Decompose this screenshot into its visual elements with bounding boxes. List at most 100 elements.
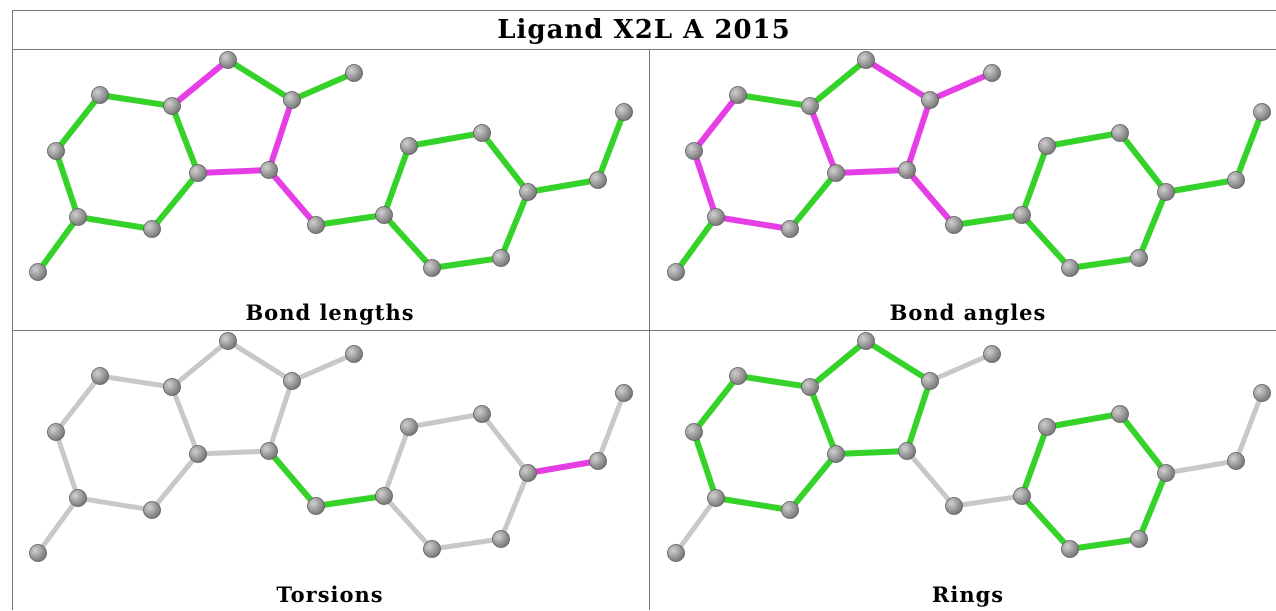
frame-left-line [12, 10, 13, 610]
bond-green [1019, 143, 1050, 218]
molecule-diagram [29, 332, 633, 562]
bond-gray [479, 411, 531, 476]
bond-green [691, 429, 719, 501]
atom [983, 64, 1001, 82]
atom [189, 164, 207, 182]
atom [801, 378, 819, 396]
bond-green [525, 177, 601, 195]
bond-magenta [195, 167, 272, 176]
bond-green [1233, 109, 1265, 183]
atom [283, 91, 301, 109]
atom [423, 540, 441, 558]
atom [1038, 418, 1056, 436]
bond-green [75, 214, 155, 232]
atom [983, 345, 1001, 363]
bond-green [863, 338, 933, 384]
atom [1253, 103, 1271, 121]
atom [519, 464, 537, 482]
atom [1038, 137, 1056, 155]
atom [473, 124, 491, 142]
bond-magenta [863, 57, 933, 103]
atom [801, 97, 819, 115]
bond-green [1136, 189, 1169, 261]
atom [781, 501, 799, 519]
bond-green [1044, 411, 1123, 430]
atom [260, 161, 278, 179]
bond-gray [195, 448, 272, 457]
bond-green [1067, 255, 1142, 271]
atom [69, 489, 87, 507]
atom [827, 164, 845, 182]
atom [729, 367, 747, 385]
atom [1227, 171, 1245, 189]
bond-gray [97, 373, 175, 390]
bond-green [1136, 470, 1169, 542]
bond-gray [498, 470, 531, 542]
bond-magenta [927, 70, 995, 103]
bond-green [1163, 177, 1239, 195]
bond-green [35, 214, 81, 275]
panel-bond-angles: Bond angles [650, 50, 1276, 330]
bond-gray [951, 493, 1025, 509]
atom [143, 501, 161, 519]
bond-green [313, 493, 387, 509]
atom [260, 442, 278, 460]
molecule-diagram [29, 51, 633, 281]
atom [857, 332, 875, 350]
atom [47, 142, 65, 160]
bond-green [1019, 493, 1073, 552]
atom [29, 544, 47, 562]
bond-green [429, 255, 504, 271]
bond-green [807, 57, 869, 109]
bond-gray [406, 411, 485, 430]
bond-green [406, 130, 485, 149]
atom [1157, 464, 1175, 482]
atom [827, 445, 845, 463]
bond-green [713, 495, 793, 513]
frame-title-divider [12, 49, 1276, 50]
frame-top-line [12, 10, 1276, 11]
bond-magenta [833, 167, 910, 176]
atom [667, 263, 685, 281]
bond-green [479, 130, 531, 195]
bond-magenta [807, 103, 839, 176]
bond-gray [149, 451, 201, 513]
atom [707, 489, 725, 507]
bond-magenta [904, 97, 933, 173]
bond-green [787, 451, 839, 513]
bond-magenta [525, 458, 601, 476]
bond-green [53, 148, 81, 220]
atom [519, 183, 537, 201]
panel-caption: Rings [931, 582, 1005, 607]
bond-green [1117, 411, 1169, 476]
atom [1061, 540, 1079, 558]
atom [615, 384, 633, 402]
atom [1013, 487, 1031, 505]
bond-gray [266, 378, 295, 454]
bond-green [1019, 424, 1050, 499]
bond-green [787, 170, 839, 232]
atom [667, 544, 685, 562]
bond-gray [53, 373, 103, 435]
bond-green [595, 109, 627, 183]
atom [898, 161, 916, 179]
atom [69, 208, 87, 226]
atom [47, 423, 65, 441]
bond-gray [53, 429, 81, 501]
table-frame [12, 10, 1276, 610]
atom [1157, 183, 1175, 201]
bond-green [313, 212, 387, 228]
bond-green [97, 92, 175, 109]
atom [143, 220, 161, 238]
molecule-diagram [667, 51, 1271, 281]
atom [707, 208, 725, 226]
atom [589, 171, 607, 189]
bond-gray [289, 351, 357, 384]
atom [219, 332, 237, 350]
panel-bond-lengths: Bond lengths [12, 50, 648, 330]
page-title: Ligand X2L A 2015 [497, 14, 791, 45]
atom [945, 216, 963, 234]
atom [1130, 530, 1148, 548]
atom [1111, 124, 1129, 142]
atom [685, 142, 703, 160]
